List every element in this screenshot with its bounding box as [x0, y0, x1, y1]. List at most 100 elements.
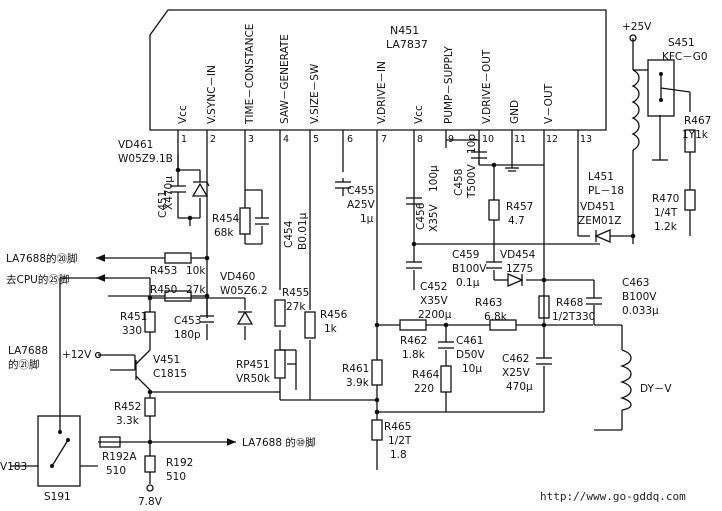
r465-ref: R465	[384, 421, 411, 433]
l451-value: PL－18	[588, 185, 624, 197]
ic-part: LA7837	[386, 38, 428, 51]
c461-cap: 10μ	[462, 363, 482, 375]
c459-cap: 0.1μ	[456, 277, 480, 289]
r455-value: 27k	[286, 301, 306, 313]
s451-ref: S451	[668, 37, 695, 49]
ic-pin-numbers: 1 2 3 4 5 6 7 8 9 10 11 12 13	[181, 134, 592, 145]
vd461-value: W05Z9.1B	[118, 153, 173, 165]
c463-cap: 0.033μ	[622, 305, 659, 317]
r451-value: 330	[122, 325, 142, 337]
r192-value: 510	[166, 471, 186, 483]
r462-ref: R462	[400, 335, 427, 347]
c455-ref: C455	[347, 185, 374, 197]
vd460-value: W05Z6.2	[220, 285, 268, 297]
label-plus12v: +12V	[62, 349, 92, 361]
r456-ref: R456	[320, 309, 348, 321]
r457-value: 4.7	[508, 215, 525, 227]
r467-ref: R467	[684, 115, 711, 127]
s191-ref: S191	[44, 491, 71, 503]
c456-cap: 100μ	[428, 165, 440, 192]
pin8-num: 8	[417, 134, 423, 145]
vd460-ref: VD460	[220, 271, 255, 283]
watermark: http://www.go-gddq.com	[540, 490, 686, 503]
r452-ref: R452	[114, 401, 141, 413]
r464-value: 220	[414, 383, 434, 395]
r470-ref: R470	[652, 193, 679, 205]
vd451-ref: VD451	[580, 201, 615, 213]
r463-ref: R463	[475, 297, 502, 309]
r450-ref: R450	[150, 284, 177, 296]
r453-ref: R453	[150, 265, 177, 277]
r192-ref: R192	[166, 457, 193, 469]
c461-value: D50V	[456, 349, 485, 361]
c452-cap: 2200μ	[418, 309, 452, 321]
v451-ref: V451	[153, 354, 180, 366]
r461-value: 3.9k	[346, 377, 370, 389]
pin11-name: GND	[509, 100, 521, 124]
r461-ref: R461	[342, 363, 369, 375]
vd454-value: 1Z75	[506, 263, 533, 275]
pin10-num: 10	[482, 134, 494, 145]
label-la7688-pin21-line1: LA7688	[8, 345, 48, 357]
c462-cap: 470μ	[506, 381, 533, 393]
pin3-num: 3	[248, 134, 254, 145]
r470-ohm: 1.2k	[654, 221, 678, 233]
ic-ref: N451	[390, 24, 419, 37]
c459-ref: C459	[452, 249, 479, 261]
pin10-name: V.DRIVE－OUT	[481, 49, 493, 124]
r451-ref: R451	[120, 311, 147, 323]
pin4-name: SAW－GENERATE	[279, 34, 291, 124]
vd461-ref: VD461	[118, 139, 153, 151]
label-la7688-pin20: LA7688的⑳脚	[6, 252, 78, 265]
r463-value: 6.8k	[484, 311, 508, 323]
c458-value: T500V	[466, 164, 478, 199]
r450-value: 27k	[186, 284, 206, 296]
r465-ohm: 1.8	[390, 449, 407, 461]
pin5-num: 5	[313, 134, 319, 145]
r192a-ref: R192A	[102, 451, 137, 463]
c451-ref: C451	[157, 191, 169, 218]
r465-value: 1/2T	[388, 435, 412, 447]
c461-ref: C461	[456, 335, 483, 347]
r452-value: 3.3k	[116, 415, 140, 427]
label-7-8v: 7.8V	[138, 496, 163, 508]
label-la7688-pin10: LA7688 的⑩脚	[242, 436, 316, 449]
pin12-num: 12	[546, 134, 558, 145]
r456-value: 1k	[324, 323, 338, 335]
l451-ref: L451	[588, 171, 614, 183]
c462-ref: C462	[502, 353, 529, 365]
label-v183: V183	[0, 461, 27, 473]
c456-value: X35V	[428, 203, 440, 232]
c459-value: B100V	[452, 263, 487, 275]
dyv-label: DY－V	[640, 383, 672, 395]
pin2-name: V.SYNC－IN	[206, 65, 218, 124]
c463-ref: C463	[622, 277, 649, 289]
vd451-value: ZEM01Z	[578, 215, 621, 227]
pin5-name: V.SIZE－SW	[309, 63, 321, 124]
s451-value: KFC－G0	[662, 51, 708, 63]
vd454-ref: VD454	[500, 249, 536, 261]
pin11-num: 11	[514, 134, 526, 145]
component-labels: VD461 W05Z9.1B C451 X470μ R454 68k C454 …	[44, 37, 711, 503]
wiring	[10, 38, 691, 484]
r192a-value: 510	[106, 465, 126, 477]
v451-value: C1815	[153, 368, 187, 380]
r455-ref: R455	[282, 287, 309, 299]
r454-value: 68k	[214, 227, 234, 239]
ic-pin-names: Vcc V.SYNC－IN TIME－CONSTANCE SAW－GENERAT…	[177, 24, 555, 125]
c456-ref: C456	[415, 202, 427, 230]
c451-value: X470μ	[163, 176, 175, 210]
pin8-name: Vcc	[413, 105, 425, 124]
r468-value: 1/2T330	[552, 311, 595, 323]
net-labels: +25V +12V V183 7.8V LA7688的⑳脚 去CPU的㉕脚 LA…	[0, 21, 652, 508]
pin12-name: V－OUT	[543, 83, 555, 124]
c453-ref: C453	[174, 315, 201, 327]
label-la7688-pin21-line2: 的㉑脚	[8, 358, 40, 371]
pin6-num: 6	[347, 134, 353, 145]
c454-value: B0.01μ	[297, 212, 309, 250]
c458-ref: C458	[453, 169, 465, 196]
c462-value: X25V	[502, 367, 531, 379]
label-plus25v: +25V	[622, 21, 652, 33]
r462-value: 1.8k	[402, 349, 426, 361]
